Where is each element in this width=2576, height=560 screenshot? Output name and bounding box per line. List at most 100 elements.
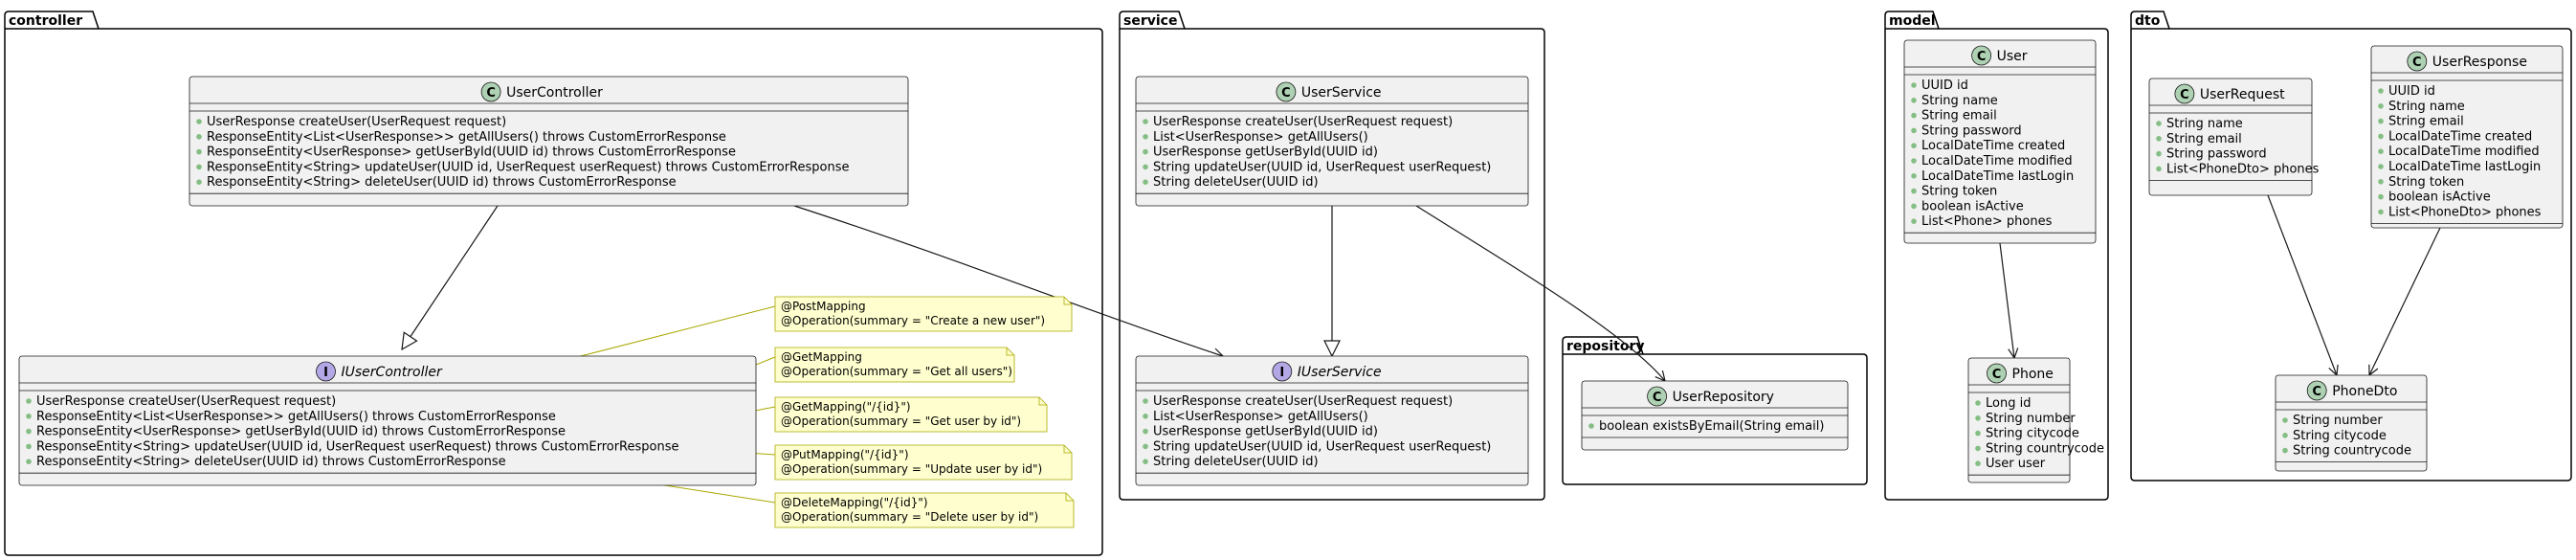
class-member: List<PhoneDto> phones xyxy=(2388,205,2542,219)
class-member: String name xyxy=(1921,94,1998,108)
svg-text:C: C xyxy=(2412,56,2422,70)
svg-text:C: C xyxy=(1653,391,1662,405)
public-member-icon xyxy=(1911,218,1917,224)
class-member: LocalDateTime modified xyxy=(2388,145,2540,159)
public-member-icon xyxy=(1911,188,1917,194)
note-line: @Operation(summary = "Get user by id") xyxy=(781,414,1021,428)
public-member-icon xyxy=(1143,148,1148,155)
public-member-icon xyxy=(2156,136,2162,142)
class-member: String email xyxy=(2388,115,2464,129)
class-member: UserResponse getUserById(UUID id) xyxy=(1153,146,1378,160)
public-member-icon xyxy=(196,134,202,140)
public-member-icon xyxy=(1143,428,1148,435)
svg-text:C: C xyxy=(1281,86,1291,101)
edge-userservice-uses-userrepository xyxy=(1415,205,1665,381)
class-icon xyxy=(480,81,501,102)
class-member: String deleteUser(UUID id) xyxy=(1153,455,1319,469)
svg-text:C: C xyxy=(1992,368,2002,382)
class-member: LocalDateTime lastLogin xyxy=(1921,169,2074,184)
public-member-icon xyxy=(2282,433,2288,438)
public-member-icon xyxy=(1911,203,1917,210)
public-member-icon xyxy=(26,398,32,404)
public-member-icon xyxy=(1588,423,1594,429)
public-member-icon xyxy=(2378,133,2384,140)
note-line: @Operation(summary = "Create a new user"… xyxy=(781,314,1045,327)
svg-text:C: C xyxy=(486,86,496,101)
note-getone: @GetMapping("/{id}")@Operation(summary =… xyxy=(774,396,1048,433)
class-name: Phone xyxy=(2012,367,2054,382)
class-name: UserRequest xyxy=(2200,87,2285,102)
class-member: LocalDateTime lastLogin xyxy=(2388,160,2541,174)
class-member: String email xyxy=(2166,132,2242,146)
class-member: String deleteUser(UUID id) xyxy=(1153,175,1319,190)
class-member: UserResponse createUser(UserRequest requ… xyxy=(1153,115,1453,129)
edge-userrequest-phonedto xyxy=(2267,194,2337,375)
edge-usercontroller-uses-iuserservice xyxy=(793,205,1223,356)
svg-text:C: C xyxy=(2312,385,2321,399)
svg-text:C: C xyxy=(1977,50,1987,64)
class-member: UUID id xyxy=(1921,78,1968,93)
public-member-icon xyxy=(1911,143,1917,148)
class-icon xyxy=(1987,363,2007,384)
class-member: boolean existsByEmail(String email) xyxy=(1599,419,1824,434)
class-member: ResponseEntity<String> deleteUser(UUID i… xyxy=(36,455,506,469)
svg-text:I: I xyxy=(1279,366,1284,380)
class-member: boolean isActive xyxy=(1921,199,2024,213)
class-member: String citycode xyxy=(1986,427,2079,441)
public-member-icon xyxy=(1975,430,1981,437)
public-member-icon xyxy=(1911,98,1917,103)
public-member-icon xyxy=(2378,164,2384,169)
public-member-icon xyxy=(2156,150,2162,157)
note-line: @PostMapping xyxy=(781,300,866,313)
public-member-icon xyxy=(2378,118,2384,124)
public-member-icon xyxy=(2378,148,2384,154)
class-member: String countrycode xyxy=(2293,444,2411,459)
interface-icon xyxy=(1272,361,1293,382)
note-line: @Operation(summary = "Update user by id"… xyxy=(781,462,1042,476)
class-member: String number xyxy=(1986,412,2076,426)
note-put: @PutMapping("/{id}")@Operation(summary =… xyxy=(774,444,1073,481)
class-member: UserResponse createUser(UserRequest requ… xyxy=(1153,394,1453,409)
class-member: List<UserResponse> getAllUsers() xyxy=(1153,410,1368,424)
class-name: UserResponse xyxy=(2432,55,2527,70)
class-member: LocalDateTime created xyxy=(1921,139,2065,153)
public-member-icon xyxy=(196,164,202,170)
class-member: String countrycode xyxy=(1986,441,2104,456)
package-title: repository xyxy=(1566,339,1645,354)
class-member: User user xyxy=(1986,457,2046,471)
class-icon xyxy=(1971,45,1992,66)
package-title: model xyxy=(1889,13,1936,29)
class-member: ResponseEntity<List<UserResponse>> getAl… xyxy=(36,410,556,424)
class-member: LocalDateTime modified xyxy=(1921,154,2073,168)
class-member: ResponseEntity<UserResponse> getUserById… xyxy=(207,146,736,160)
class-member: Long id xyxy=(1986,396,2031,411)
class-icon xyxy=(2407,51,2428,72)
public-member-icon xyxy=(1911,158,1917,164)
class-name: User xyxy=(1997,49,2028,64)
class-member: LocalDateTime created xyxy=(2388,129,2532,144)
class-icon xyxy=(1647,386,1667,407)
public-member-icon xyxy=(2282,447,2288,454)
public-member-icon xyxy=(26,459,32,465)
class-member: UUID id xyxy=(2388,84,2435,99)
public-member-icon xyxy=(1143,398,1148,404)
public-member-icon xyxy=(196,179,202,185)
public-member-icon xyxy=(1911,82,1917,88)
class-member: String token xyxy=(2388,175,2464,190)
public-member-icon xyxy=(1143,443,1148,450)
public-member-icon xyxy=(1911,112,1917,119)
public-member-icon xyxy=(1975,445,1981,452)
public-member-icon xyxy=(1143,179,1148,185)
class-member: UserResponse getUserById(UUID id) xyxy=(1153,425,1378,439)
note-getall: @GetMapping@Operation(summary = "Get all… xyxy=(774,347,1015,383)
